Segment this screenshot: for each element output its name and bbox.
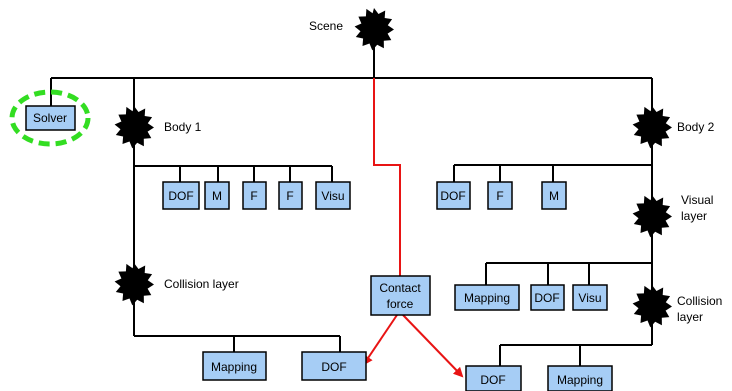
collision-layer-2-star-icon bbox=[632, 285, 672, 328]
collision-layer-1-star-icon bbox=[114, 263, 154, 306]
body1-star-icon bbox=[114, 106, 154, 149]
body1-label: Body 1 bbox=[164, 120, 202, 134]
cl1-dof-node[interactable]: DOF bbox=[301, 351, 367, 381]
solver-highlight-ring bbox=[9, 89, 91, 147]
contact-force-node[interactable]: Contact force bbox=[370, 275, 431, 316]
cl1-mapping-label: Mapping bbox=[211, 360, 257, 374]
b1-m-label: M bbox=[212, 189, 222, 203]
vl-mapping-label: Mapping bbox=[464, 291, 510, 305]
b1-m-node[interactable]: M bbox=[204, 181, 230, 210]
b1-f2-node[interactable]: F bbox=[278, 181, 303, 210]
contact-edges bbox=[362, 78, 464, 378]
scene-label: Scene bbox=[309, 19, 343, 33]
visual-layer-label-line1: Visual bbox=[681, 193, 713, 207]
vl-dof-label: DOF bbox=[534, 291, 559, 305]
visual-layer-label-line2: layer bbox=[681, 209, 707, 223]
b1-f1-node[interactable]: F bbox=[242, 181, 267, 210]
solver-node[interactable]: Solver bbox=[25, 105, 76, 131]
b2-dof-label: DOF bbox=[440, 189, 465, 203]
collision-layer-2-label-line2: layer bbox=[677, 310, 703, 324]
b2-m-label: M bbox=[549, 189, 559, 203]
solver-label: Solver bbox=[33, 111, 67, 125]
vl-visu-label: Visu bbox=[578, 291, 601, 305]
cl2-mapping-label: Mapping bbox=[557, 373, 603, 387]
vl-dof-node[interactable]: DOF bbox=[530, 284, 565, 311]
cl2-dof-node[interactable]: DOF bbox=[465, 365, 522, 391]
cl2-mapping-node[interactable]: Mapping bbox=[547, 365, 613, 391]
b2-f-node[interactable]: F bbox=[487, 181, 513, 210]
collision-layer-1-label: Collision layer bbox=[164, 277, 239, 291]
vl-mapping-node[interactable]: Mapping bbox=[454, 284, 520, 311]
body2-star-icon bbox=[632, 106, 672, 149]
b1-visu-label: Visu bbox=[321, 189, 344, 203]
collision-layer-2-label-line1: Collision bbox=[677, 294, 722, 308]
b1-f1-label: F bbox=[250, 189, 257, 203]
scene-star-icon bbox=[354, 8, 394, 51]
b2-m-node[interactable]: M bbox=[541, 181, 567, 210]
visual-layer-star-icon bbox=[632, 195, 672, 238]
b2-dof-node[interactable]: DOF bbox=[436, 181, 471, 210]
b1-f2-label: F bbox=[286, 189, 293, 203]
contact-force-label-line2: force bbox=[387, 297, 414, 311]
cl1-mapping-node[interactable]: Mapping bbox=[202, 351, 267, 381]
b1-visu-node[interactable]: Visu bbox=[315, 181, 351, 210]
b1-dof-label: DOF bbox=[168, 189, 193, 203]
cl1-dof-label: DOF bbox=[321, 360, 346, 374]
contact-force-label-line1: Contact bbox=[379, 281, 421, 295]
b1-dof-node[interactable]: DOF bbox=[162, 181, 200, 210]
cl2-dof-label: DOF bbox=[480, 373, 505, 387]
vl-visu-node[interactable]: Visu bbox=[572, 284, 608, 311]
b2-f-label: F bbox=[496, 189, 503, 203]
body2-label: Body 2 bbox=[677, 120, 715, 134]
